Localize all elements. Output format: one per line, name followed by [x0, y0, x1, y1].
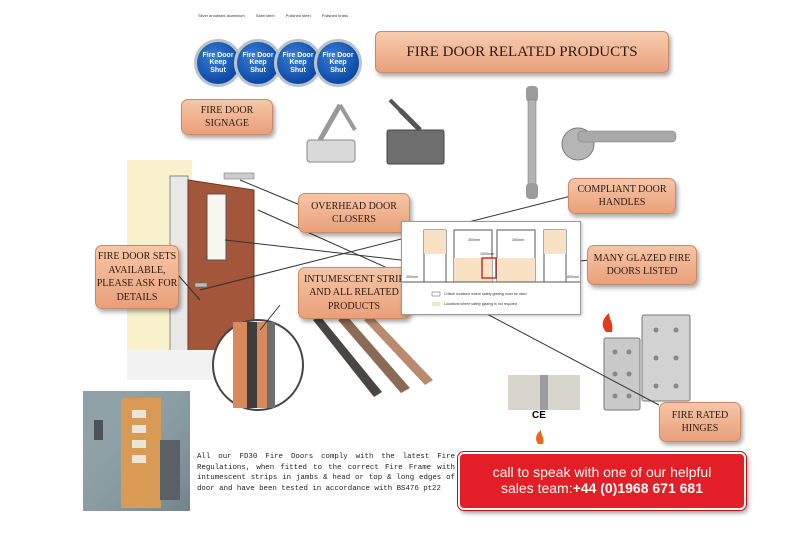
phone-number[interactable]: +44 (0)1968 671 681 [572, 480, 703, 496]
dim-300-c: 300mm [406, 275, 418, 279]
glazing-diagram-drawing [402, 229, 580, 306]
legend-not-required: Locations where safety glazing is not re… [444, 302, 517, 306]
call-to-action-banner[interactable]: call to speak with one of our helpful sa… [458, 452, 746, 510]
signage-captions: Silver anodised aluminium Satin steel Po… [198, 13, 348, 18]
door-vision-panel [206, 193, 227, 261]
label-fire-door-signage: FIRE DOOR SIGNAGE [181, 99, 273, 135]
label-compliant-door-handles: COMPLIANT DOOR HANDLES [568, 178, 676, 214]
strip-3 [364, 316, 433, 385]
pull-handle [526, 86, 538, 199]
dim-300-b: 300mm [512, 238, 524, 242]
label-overhead-door-closers: OVERHEAD DOOR CLOSERS [298, 193, 410, 233]
cta-line-2: sales team:+44 (0)1968 671 681 [501, 480, 703, 496]
caption-brass: Polished brass [321, 13, 348, 18]
dim-1500: 1500mm [480, 252, 494, 256]
page-title: FIRE DOOR RELATED PRODUCTS [375, 31, 669, 73]
door-closer-1 [306, 103, 357, 163]
caption-aluminium: Silver anodised aluminium [198, 13, 245, 18]
label-fire-rated-hinges: FIRE RATED HINGES [659, 402, 741, 442]
door-closer-2 [386, 98, 445, 165]
lever-handle [561, 127, 677, 161]
hinge-1 [603, 337, 641, 411]
caption-satin: Satin steel [255, 13, 275, 18]
label-intumescent-strip: INTUMESCENT STRIP AND ALL RELATED PRODUC… [298, 267, 410, 319]
room-photo [83, 391, 190, 511]
label-fire-door-sets: FIRE DOOR SETS AVAILABLE, PLEASE ASK FOR… [95, 245, 179, 309]
ce-flame-icon [536, 430, 544, 444]
door-closer-arm [223, 172, 255, 180]
dim-800: 800mm [567, 275, 579, 279]
door-handle-icon [194, 282, 208, 288]
legend-critical: Critical locations where safety glazing … [444, 292, 527, 296]
flame-icon [602, 313, 613, 332]
dim-300-a: 300mm [468, 238, 480, 242]
ce-mark: CE [532, 410, 546, 421]
strip-2 [338, 316, 410, 393]
glazing-diagram: 300mm 300mm 1500mm 300mm 800mm Critical … [401, 221, 581, 315]
strip-1 [313, 316, 382, 397]
hinge-2 [641, 314, 691, 402]
compliance-description: All our FD30 Fire Doors comply with the … [197, 453, 455, 494]
caption-polished-steel: Polished steel [285, 13, 311, 18]
label-glazed-fire-doors: MANY GLAZED FIRE DOORS LISTED [587, 245, 697, 285]
cta-line-1: call to speak with one of our helpful [492, 464, 712, 480]
